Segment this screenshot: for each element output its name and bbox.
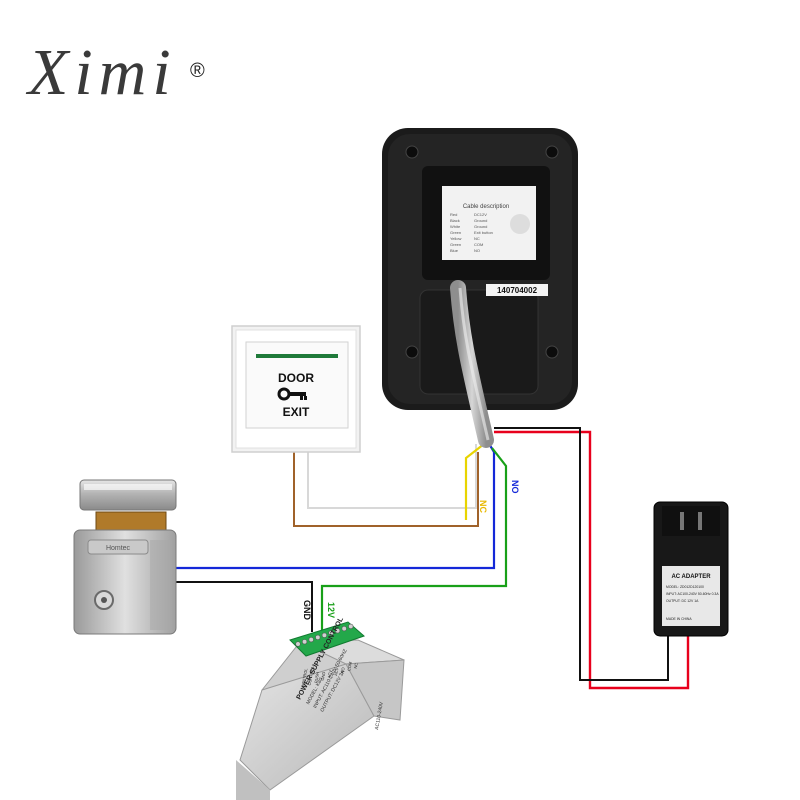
terminal-label: PUSH	[313, 671, 320, 683]
wire-black-adapter	[494, 427, 669, 681]
wire-red	[494, 430, 660, 690]
power-supply: POWER SUPPLY CONTROL MODEL: K80 INPUT: A…	[236, 616, 405, 800]
adapter-label: AC ADAPTER	[671, 574, 711, 580]
cable-row-function: NC	[474, 236, 480, 241]
wire-white	[307, 444, 477, 509]
adapter-line-4: MADE IN CHINA	[666, 617, 692, 621]
terminal-screw	[335, 628, 341, 634]
serial-label: 140704002	[497, 286, 538, 295]
terminal-screw	[315, 634, 321, 641]
terminal-block	[289, 621, 365, 657]
terminal-label: GND	[320, 671, 326, 681]
cable-row-function: DC12V	[474, 212, 487, 217]
terminal-screw	[302, 639, 308, 645]
door-label: DOOR	[278, 371, 314, 385]
terminal-screw	[321, 632, 328, 638]
terminal-screw	[295, 641, 301, 647]
adapter-line-3: OUTPUT: DC 12V 1A	[666, 599, 699, 603]
psu-side-label: AC110-240V	[374, 701, 385, 731]
exit-label: EXIT	[283, 405, 310, 419]
cable-row-function: Exit button	[474, 230, 493, 235]
cable-row-function: COM	[474, 242, 483, 247]
cable-row-color: Red	[450, 212, 457, 217]
wire-black-lock	[176, 581, 313, 632]
wire-green	[320, 447, 508, 632]
cable-row-function: Ground	[474, 224, 487, 229]
screw-hole	[545, 145, 559, 159]
cable-row-function: NO	[474, 248, 480, 253]
terminal-screw	[341, 625, 347, 632]
wire-labels: NC NO GND 12V	[302, 480, 520, 621]
terminal-label: CONTROL	[300, 667, 308, 688]
cable-row-function: Ground	[474, 218, 487, 223]
terminal-label: COM	[346, 661, 353, 671]
terminal-screw	[328, 630, 334, 636]
reader-cable	[450, 280, 494, 448]
screw-hole	[545, 345, 559, 359]
wire-label-12v: 12V	[326, 602, 336, 618]
key-icon	[277, 387, 307, 401]
electric-lock: Homtec	[73, 479, 177, 635]
brand-logo-text: Ximi	[28, 36, 177, 109]
adapter-line-1: MODEL: ZD012D120100	[666, 585, 704, 589]
cable-row-color: Blue	[450, 248, 459, 253]
cable-row-color: Green	[450, 230, 461, 235]
terminal-screw	[348, 623, 354, 630]
wire-yellow	[464, 443, 485, 520]
cable-row-color: White	[450, 224, 461, 229]
ac-adapter: AC ADAPTER MODEL: ZD012D120100 INPUT: AC…	[653, 501, 729, 637]
screw-hole	[405, 145, 419, 159]
cable-heading: Cable description	[463, 204, 509, 210]
cable-row-color: Yellow	[450, 236, 462, 241]
terminal-label: ACV	[333, 667, 339, 676]
terminal-label: CONTROL+	[307, 663, 316, 686]
wire-label-no: NO	[510, 480, 520, 494]
wire-brown	[293, 450, 479, 527]
adapter-line-2: INPUT: AC100-240V 50-60Hz 0.3A	[666, 592, 719, 596]
adapter-sticker	[662, 566, 720, 626]
cable-row-color: Black	[450, 218, 460, 223]
brand-logo: Ximi	[28, 40, 228, 120]
terminal-label: NO	[340, 667, 346, 674]
wires	[176, 427, 690, 690]
screw-hole	[405, 345, 419, 359]
wire-red-adapter	[660, 632, 690, 690]
cable-row-color: Green	[450, 242, 461, 247]
wire-label-nc: NC	[478, 500, 488, 513]
exit-button: DOOR EXIT	[231, 325, 361, 453]
lock-brand: Homtec	[106, 545, 131, 552]
terminal-label: NC	[353, 662, 359, 669]
wire-label-gnd: GND	[302, 600, 312, 621]
terminal-label: ACV	[326, 669, 332, 678]
terminal-screw	[308, 636, 314, 643]
registered-mark: ®	[190, 60, 205, 82]
wire-blue	[176, 441, 496, 570]
